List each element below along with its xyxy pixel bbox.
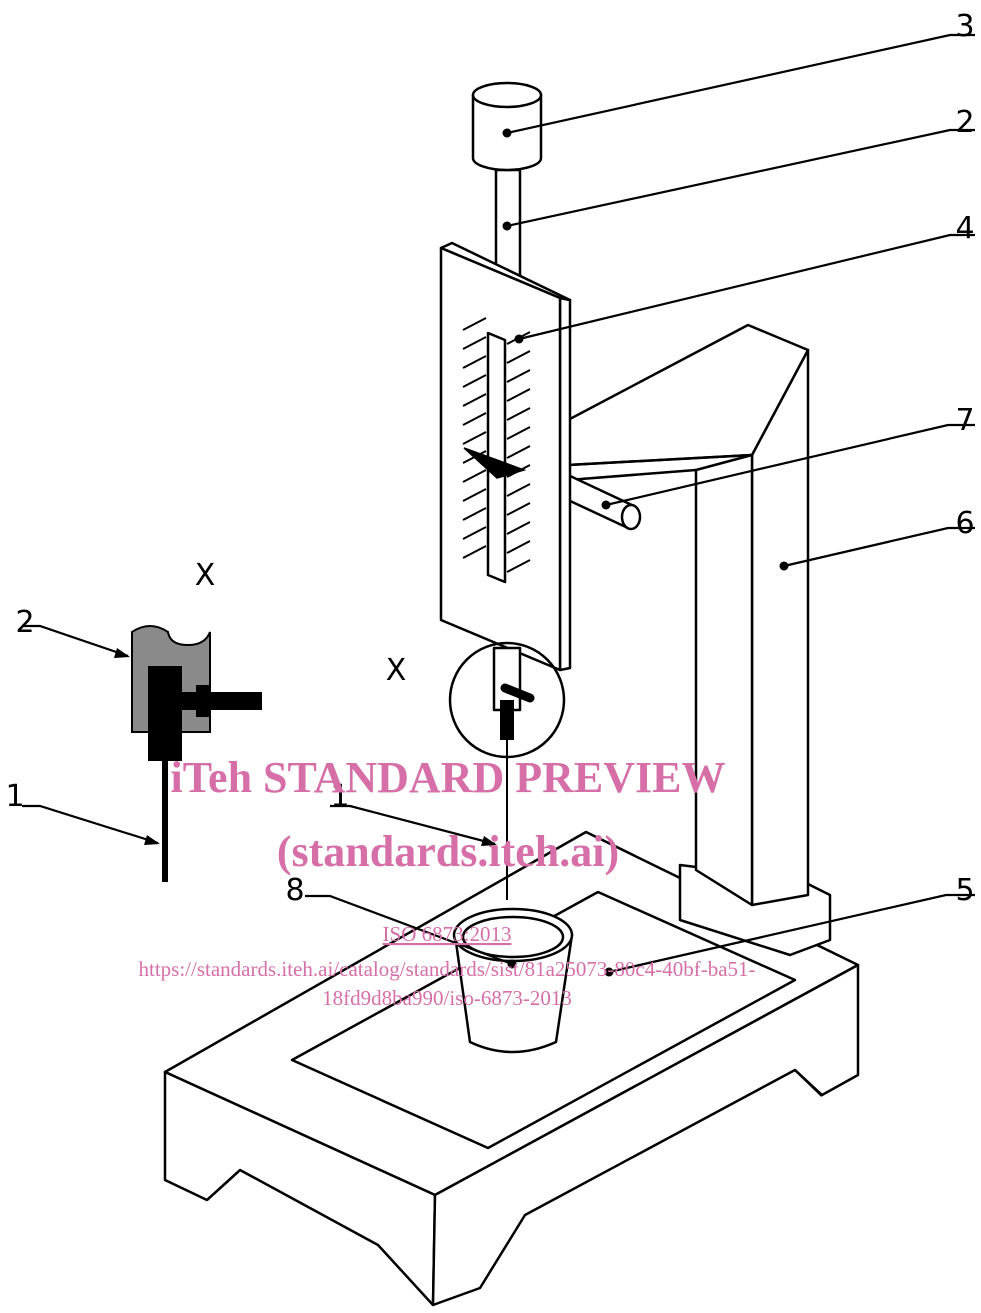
scale-tick-right [506, 388, 531, 402]
scale-tick-right [506, 407, 531, 421]
column [566, 323, 832, 957]
label-2-detail: 2 [15, 605, 34, 640]
label-4: 4 [955, 211, 974, 246]
scale-tick-left [462, 393, 487, 407]
watermark-iso-link[interactable]: ISO 6873:2013 [383, 922, 512, 946]
scale-tick-right [506, 350, 531, 364]
label-x-detail: X [195, 558, 216, 593]
label-x-main: X [386, 653, 407, 688]
needle-holder [448, 641, 566, 900]
label-3: 3 [955, 9, 974, 44]
label-1-detail: 1 [5, 779, 24, 814]
scale-ticks [462, 317, 531, 573]
scale-tick-left [462, 545, 487, 559]
label-1-main: 1 [330, 779, 349, 814]
scale-tick-left [462, 488, 487, 502]
detail-x [131, 625, 262, 882]
scale-tick-left [462, 507, 487, 521]
cup [452, 907, 574, 1054]
scale-tick-right [506, 540, 531, 554]
scale-tick-left [462, 469, 487, 483]
scale-tick-left [462, 355, 487, 369]
label-2: 2 [955, 105, 974, 140]
label-7: 7 [955, 403, 974, 438]
scale-tick-left [462, 412, 487, 426]
scale-tick-right [506, 445, 531, 459]
leader-lines [22, 33, 975, 977]
scale-tick-left [462, 431, 487, 445]
label-5: 5 [955, 873, 974, 908]
scale-tick-right [506, 559, 531, 573]
watermark-url-line2: 18fd9d8ba990/iso-6873-2013 [322, 986, 572, 1010]
scale-tick-right [506, 521, 531, 535]
watermark-url-line1: https://standards.iteh.ai/catalog/standa… [138, 957, 755, 981]
scale-tick-right [506, 464, 531, 478]
scale-tick-left [462, 450, 487, 464]
watermark-title: iTeh STANDARD PREVIEW [171, 753, 726, 802]
weight [471, 81, 543, 172]
scale-tick-right [506, 426, 531, 440]
scale-tick-right [506, 502, 531, 516]
scale-tick-left [462, 317, 487, 331]
watermark-site: (standards.iteh.ai) [277, 827, 619, 876]
scale-tick-left [462, 526, 487, 540]
scale-tick-right [506, 369, 531, 383]
scale-plate [439, 168, 572, 672]
scale-tick-right [506, 483, 531, 497]
scale-tick-left [462, 336, 487, 350]
label-6: 6 [955, 506, 974, 541]
label-8: 8 [285, 873, 304, 908]
scale-tick-left [462, 374, 487, 388]
